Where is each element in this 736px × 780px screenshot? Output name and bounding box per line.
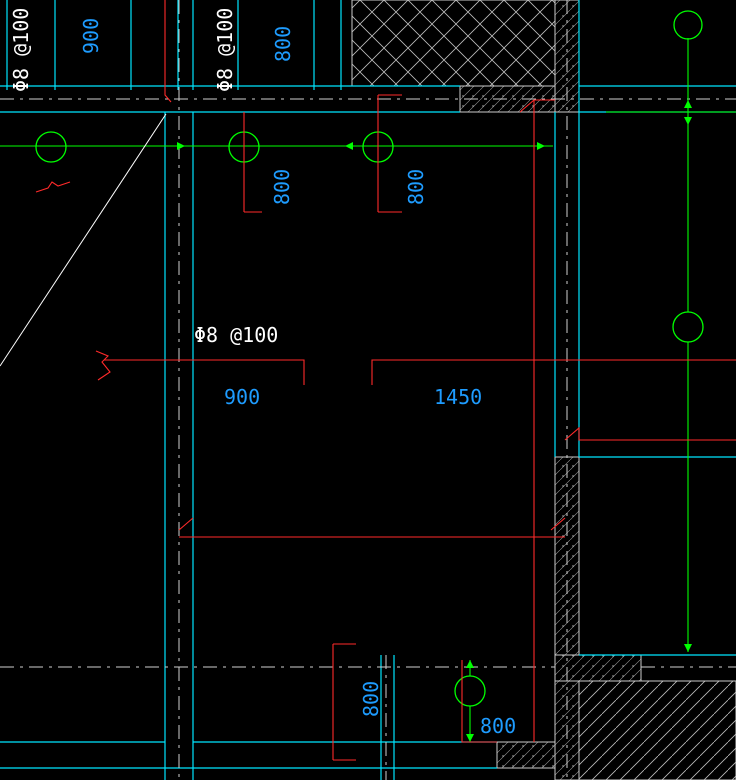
beam-lines-vertical — [6, 0, 580, 780]
axis-bubbles — [35, 10, 704, 707]
axis-bubble-right — [672, 311, 704, 343]
dim-800-axis-b: 800 — [270, 169, 294, 205]
diagonal-line — [0, 113, 167, 367]
dim-800-axis-c: 800 — [404, 169, 428, 205]
axis-arrows — [177, 100, 692, 742]
dim-900-top: 900 — [79, 18, 103, 54]
rebar-spec-top-mid: Φ8 @100 — [213, 8, 237, 92]
axis-bubble-bottom — [454, 675, 486, 707]
concrete-strip-bottom — [496, 741, 556, 769]
cross-hatch-area — [351, 0, 556, 87]
concrete-strip-mid — [554, 654, 642, 682]
axis-bubble-top-right — [673, 10, 703, 40]
rebar-spec-center: Φ8 @100 — [194, 323, 278, 347]
diag-hatch-area — [578, 680, 736, 780]
dim-800-bottom-left: 800 — [359, 681, 383, 717]
axis-bubble-a — [35, 131, 67, 163]
rebar-spec-top-left: Φ8 @100 — [9, 8, 33, 92]
rebar-lines — [35, 0, 736, 761]
dim-800-top: 800 — [271, 26, 295, 62]
dim-1450-center: 1450 — [434, 385, 482, 409]
beam-lines-horizontal — [0, 85, 736, 769]
dim-900-center: 900 — [224, 385, 260, 409]
dim-800-bottom-right: 800 — [480, 714, 516, 738]
axis-lines — [0, 38, 736, 742]
